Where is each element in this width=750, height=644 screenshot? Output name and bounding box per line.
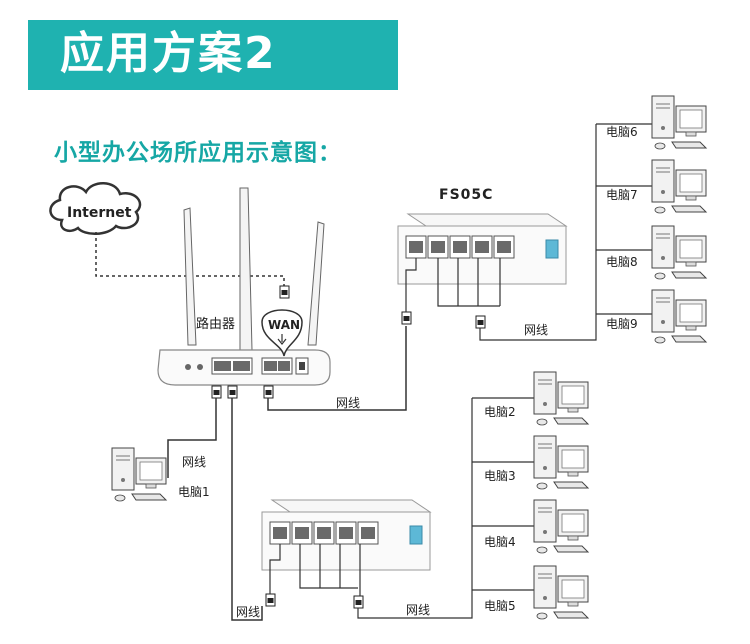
page-title: 应用方案2 (60, 28, 277, 79)
router-label: 路由器 (196, 316, 235, 332)
cable-label-top-switch-pcs: 网线 (524, 323, 548, 337)
computer-2-icon (533, 371, 589, 426)
internet-label: Internet (67, 205, 132, 221)
title-banner (28, 20, 398, 90)
page-subtitle: 小型办公场所应用示意图： (54, 140, 342, 166)
computer-6-label: 电脑6 (606, 125, 638, 139)
computer-2-label: 电脑2 (484, 405, 516, 419)
switch-model-label: FS05C (439, 187, 493, 203)
computer-5-label: 电脑5 (484, 599, 516, 613)
switch-bottom-uplink-plug-icon (265, 593, 276, 607)
computer-4-label: 电脑4 (484, 535, 516, 549)
cable-label-bottom-switch-pcs: 网线 (406, 603, 430, 617)
computer-1-label: 电脑1 (178, 485, 210, 499)
computer-4-icon (533, 499, 589, 554)
router-lan-plug-3-icon (263, 385, 274, 399)
computer-3-icon (533, 435, 589, 490)
computer-6-icon (651, 95, 707, 150)
internet-cloud-icon (49, 182, 142, 235)
wan-plug-icon (279, 285, 290, 299)
computer-7-label: 电脑7 (606, 188, 638, 202)
switch-bottom-icon (261, 499, 431, 571)
cable-label-router-top-switch: 网线 (336, 396, 360, 410)
router-icon (157, 187, 331, 386)
router-cables (167, 326, 407, 621)
computer-8-label: 电脑8 (606, 255, 638, 269)
computer-3-label: 电脑3 (484, 469, 516, 483)
cable-label-router-pc1: 网线 (182, 455, 206, 469)
switch-top-icon (397, 213, 567, 285)
computer-9-icon (651, 289, 707, 344)
computer-5-icon (533, 565, 589, 620)
computer-7-icon (651, 159, 707, 214)
computer-9-label: 电脑9 (606, 317, 638, 331)
switch-top-port-cables (405, 123, 652, 341)
router-lan-plug-1-icon (211, 385, 222, 399)
switch-top-downlink-plug-icon (475, 315, 486, 329)
wan-label: WAN (268, 318, 300, 332)
wan-callout (261, 309, 303, 357)
switch-bottom-downlink-plug-icon (353, 595, 364, 609)
switch-top-uplink-plug-icon (401, 311, 412, 325)
cable-label-router-bottom-switch: 网线 (236, 605, 260, 619)
computer-8-icon (651, 225, 707, 280)
computer-1-icon (111, 447, 167, 502)
router-lan-plug-2-icon (227, 385, 238, 399)
switch-bottom-port-cables (269, 397, 534, 619)
